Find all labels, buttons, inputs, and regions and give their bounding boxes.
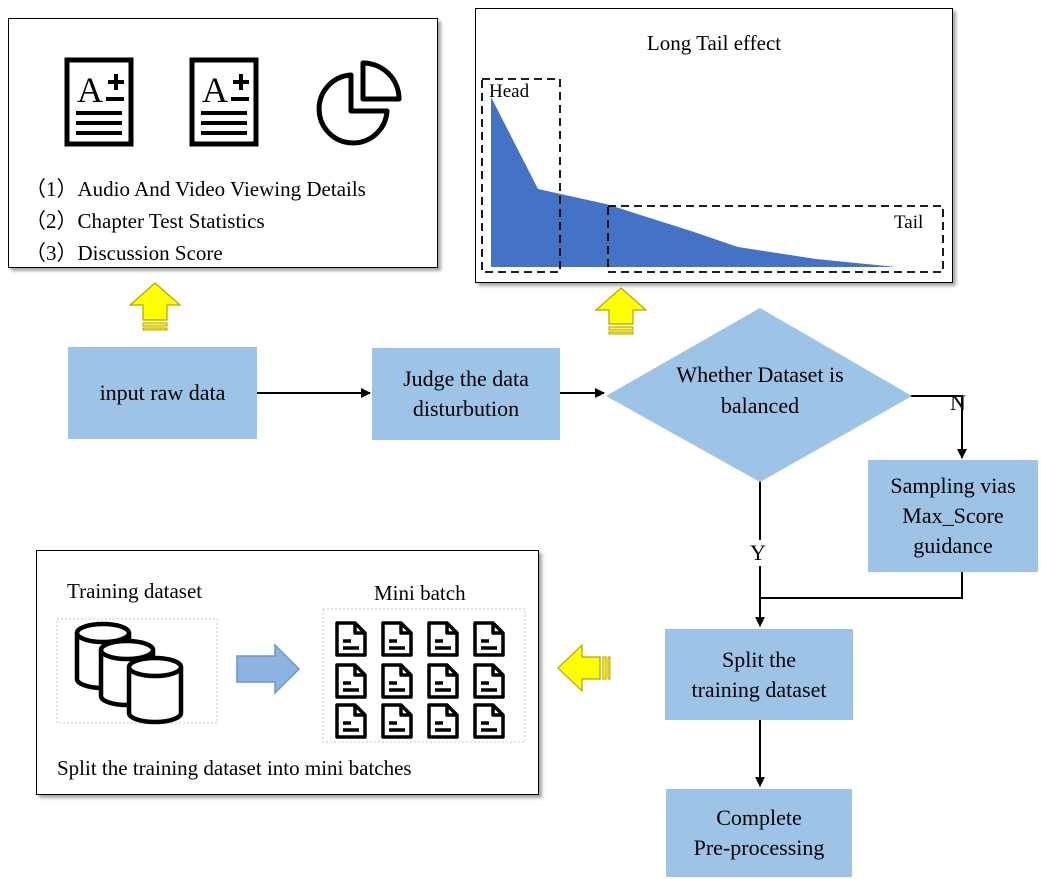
mini-batch-caption: Split the training dataset into mini bat… (57, 756, 412, 780)
yellow-up-arrow (128, 282, 182, 331)
mini-batch-documents (335, 621, 505, 739)
input-raw-data-box: input raw data (68, 347, 257, 439)
arrow-decision-to-sampling (910, 395, 967, 459)
svg-text:A: A (77, 70, 103, 110)
yellow-up-arrow (594, 287, 648, 335)
input-raw-data-label: input raw data (99, 380, 226, 406)
sampling-label-line1: Sampling vias (890, 473, 1016, 499)
yes-branch-label: Y (750, 540, 766, 566)
training-dataset-label: Training dataset (67, 579, 203, 603)
decision-label: Whether Dataset is balanced (640, 360, 880, 422)
complete-preprocessing-box: Complete Pre-processing (666, 789, 852, 877)
split-dataset-box: Split the training dataset (665, 629, 853, 720)
tail-region-box (607, 205, 944, 273)
pie-chart-icon (316, 60, 402, 146)
database-icon (74, 621, 184, 725)
head-region-box (481, 78, 561, 273)
sampling-box: Sampling vias Max_Score guidance (868, 460, 1038, 572)
grade-document-icon: A (64, 57, 134, 147)
mini-batch-panel: Training dataset Mini batch (36, 550, 539, 795)
split-label-line1: Split the (722, 646, 796, 672)
complete-label-line2: Pre-processing (693, 835, 825, 860)
long-tail-chart (481, 78, 944, 273)
mini-batch-label: Mini batch (374, 581, 466, 605)
judge-label-line1: Judge the data (403, 366, 529, 392)
sampling-label-line3: guidance (913, 532, 993, 558)
line-sampling-merge (760, 572, 963, 599)
split-label-line2: training dataset (691, 676, 827, 702)
long-tail-area (491, 97, 938, 267)
input-item-discussion: （3）Discussion Score (25, 241, 223, 265)
long-tail-panel: Long Tail effect Head Tail (475, 8, 953, 283)
judge-distribution-box: Judge the data disturbution (372, 348, 560, 440)
mini-batch-graphics (56, 608, 526, 743)
batch-arrow (236, 643, 301, 695)
input-item-chapter-test: （2）Chapter Test Statistics (25, 209, 265, 233)
complete-label-line1: Complete (716, 805, 802, 831)
decision-label-line2: balanced (720, 392, 800, 418)
svg-text:A: A (202, 70, 228, 110)
yellow-left-arrow (557, 643, 611, 693)
sampling-label-line2: Max_Score (902, 503, 1004, 529)
input-data-panel: A A （1）Audio And Video Viewing Details （… (8, 18, 438, 268)
grade-document-icon: A (189, 57, 259, 147)
tail-label: Tail (894, 212, 924, 233)
decision-label-line1: Whether Dataset is (676, 362, 844, 387)
no-branch-label: N (950, 390, 966, 415)
long-tail-title: Long Tail effect (646, 31, 782, 55)
head-label: Head (489, 81, 530, 102)
input-item-audio-video: （1）Audio And Video Viewing Details (25, 177, 366, 201)
decision-diamond (606, 308, 912, 482)
judge-label-line2: disturbution (412, 396, 520, 421)
